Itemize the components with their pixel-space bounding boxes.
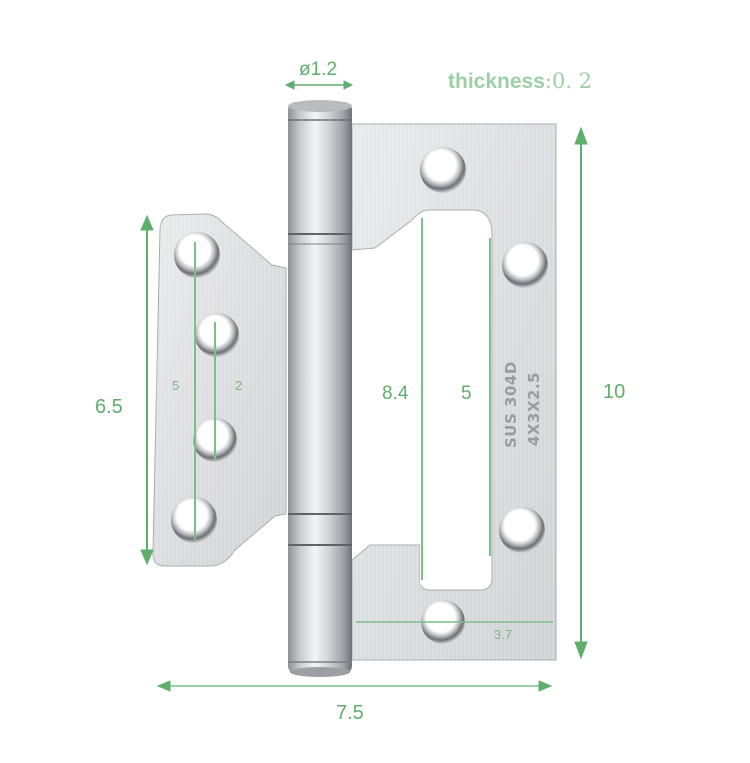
thickness-separator: :: [544, 69, 552, 93]
thickness-label: thickness:0. 2: [448, 69, 593, 93]
thickness-value: 0. 2: [551, 69, 593, 93]
screw-hole: [502, 242, 548, 288]
left-hole-outer-span-label: 5: [172, 378, 180, 393]
screw-hole: [420, 147, 466, 193]
size-stamp: 4X3X2.5: [525, 371, 543, 446]
dimension-lines: [140, 80, 588, 692]
hinge-pin: [288, 100, 352, 677]
overall-height-label: 10: [603, 381, 626, 403]
screw-hole: [499, 507, 545, 553]
screw-hole: [195, 313, 239, 357]
right-hole-span-label: 5: [461, 383, 472, 404]
pin-diameter-label: ø1.2: [299, 59, 338, 80]
screw-hole: [174, 232, 220, 278]
right-leaf-width-label: 3.7: [494, 627, 513, 642]
left-leaf: [152, 213, 287, 567]
left-hole-inner-span-label: 2: [235, 378, 243, 393]
left-leaf-height-label: 6.5: [95, 396, 123, 418]
cutout-height-label: 8.4: [382, 383, 409, 404]
overall-width-label: 7.5: [336, 702, 364, 724]
material-stamp: SUS 304D: [502, 361, 520, 448]
thickness-text: thickness: [448, 70, 545, 93]
left-screw-holes: [171, 232, 239, 543]
